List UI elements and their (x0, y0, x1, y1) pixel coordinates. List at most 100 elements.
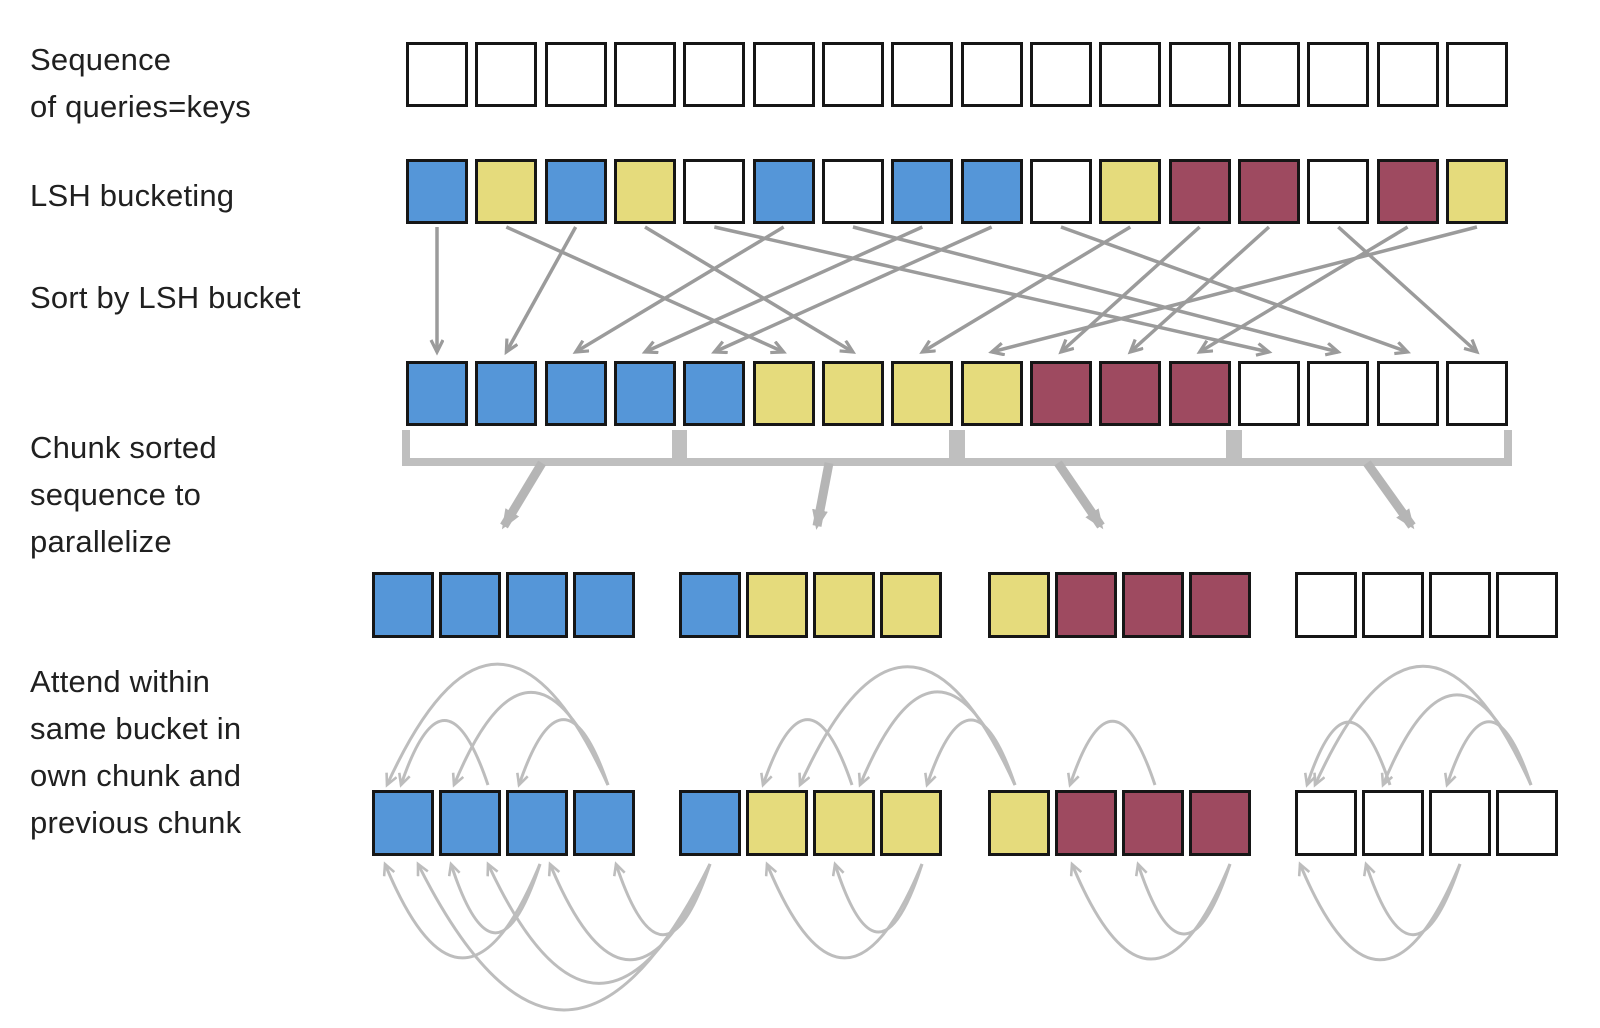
maroon-cell (1055, 572, 1117, 638)
maroon-cell (1189, 790, 1251, 856)
yellow-cell (891, 361, 954, 426)
sort-arrows-group (437, 225, 1478, 352)
white-cell (1362, 572, 1424, 638)
sort-arrow (713, 225, 1269, 352)
blue-cell (544, 361, 607, 426)
sort-arrow (1337, 225, 1477, 352)
white-cell (1029, 42, 1092, 107)
white-cell (544, 42, 607, 107)
yellow-cell (880, 790, 942, 856)
attention-arcs-below-group (385, 864, 1462, 1012)
maroon-cell (1055, 790, 1117, 856)
attention-arcs-above-group (387, 662, 1533, 785)
white-cell (1445, 42, 1508, 107)
attention-arc-above (1307, 720, 1392, 785)
attention-arc-below (1072, 864, 1232, 961)
yellow-cell (752, 361, 815, 426)
white-cell (1029, 159, 1092, 224)
attention-arc-above (927, 718, 1017, 785)
attention-arc-above (401, 719, 490, 785)
white-cell (821, 42, 884, 107)
white-cell (752, 42, 815, 107)
attention-arc-below (1366, 864, 1462, 937)
sort-arrow (505, 225, 783, 352)
white-cell (683, 159, 746, 224)
yellow-cell (475, 159, 538, 224)
maroon-cell (1029, 361, 1092, 426)
blue-cell (752, 159, 815, 224)
white-cell (1168, 42, 1231, 107)
sort-arrow (1061, 225, 1201, 352)
white-cell (1445, 361, 1508, 426)
white-cell (1307, 159, 1370, 224)
attention-arc-below (767, 864, 924, 960)
chunk-arrow (812, 462, 834, 530)
blue-cell (683, 361, 746, 426)
white-cell (475, 42, 538, 107)
white-cell (1307, 42, 1370, 107)
attention-arc-below (385, 864, 542, 960)
attention-arc-below (616, 864, 712, 937)
white-cell (821, 159, 884, 224)
attention-arc-above (763, 718, 854, 785)
attention-arc-above (1447, 720, 1533, 785)
white-cell (1099, 42, 1162, 107)
white-cell (1295, 572, 1357, 638)
white-cell (1429, 572, 1491, 638)
yellow-cell (988, 790, 1050, 856)
blue-cell (475, 361, 538, 426)
white-cell (1295, 790, 1357, 856)
chunk-bracket (402, 430, 680, 466)
chunk-arrow (1363, 460, 1416, 530)
blue-cell (544, 159, 607, 224)
maroon-cell (1189, 572, 1251, 638)
attention-arc-below (416, 864, 712, 1012)
blue-cell (679, 790, 741, 856)
blue-cell (573, 790, 635, 856)
label-sort-by-lsh-bucket: Sort by LSH bucket (30, 280, 301, 315)
chunk-bracket (1234, 430, 1512, 466)
attention-arc-above (454, 690, 610, 785)
sort-arrow (506, 226, 578, 352)
white-cell (891, 42, 954, 107)
yellow-cell (821, 361, 884, 426)
chunk-bracket (957, 430, 1234, 466)
white-cell (960, 42, 1023, 107)
attention-arc-above (1070, 720, 1157, 785)
chunk-arrow (500, 460, 546, 530)
yellow-cell (813, 790, 875, 856)
yellow-cell (988, 572, 1050, 638)
attention-arc-below (835, 864, 924, 934)
attention-arc-below (550, 864, 712, 962)
blue-cell (406, 361, 468, 426)
white-cell (1496, 572, 1558, 638)
label-chunk-sorted: Chunk sorted sequence to parallelize (30, 430, 217, 559)
blue-cell (573, 572, 635, 638)
blue-cell (439, 790, 501, 856)
white-cell (1362, 790, 1424, 856)
label-sequence-of-queries: Sequence of queries=keys (30, 42, 251, 124)
white-cell (613, 42, 676, 107)
sort-arrow (1130, 225, 1271, 352)
maroon-cell (1168, 361, 1231, 426)
yellow-cell (880, 572, 942, 638)
yellow-cell (613, 159, 676, 224)
yellow-cell (1445, 159, 1508, 224)
blue-cell (960, 159, 1023, 224)
white-cell (1376, 361, 1439, 426)
white-cell (1307, 361, 1370, 426)
maroon-cell (1099, 361, 1162, 426)
yellow-cell (746, 790, 808, 856)
chunk-arrows-group (500, 460, 1416, 530)
blue-cell (679, 572, 741, 638)
maroon-cell (1168, 159, 1231, 224)
chunk-bracket (679, 430, 957, 466)
attention-arc-below (451, 864, 542, 935)
maroon-cell (1237, 159, 1300, 224)
yellow-cell (813, 572, 875, 638)
blue-cell (506, 790, 568, 856)
sort-arrow (992, 225, 1478, 352)
label-lsh-bucketing: LSH bucketing (30, 178, 235, 213)
